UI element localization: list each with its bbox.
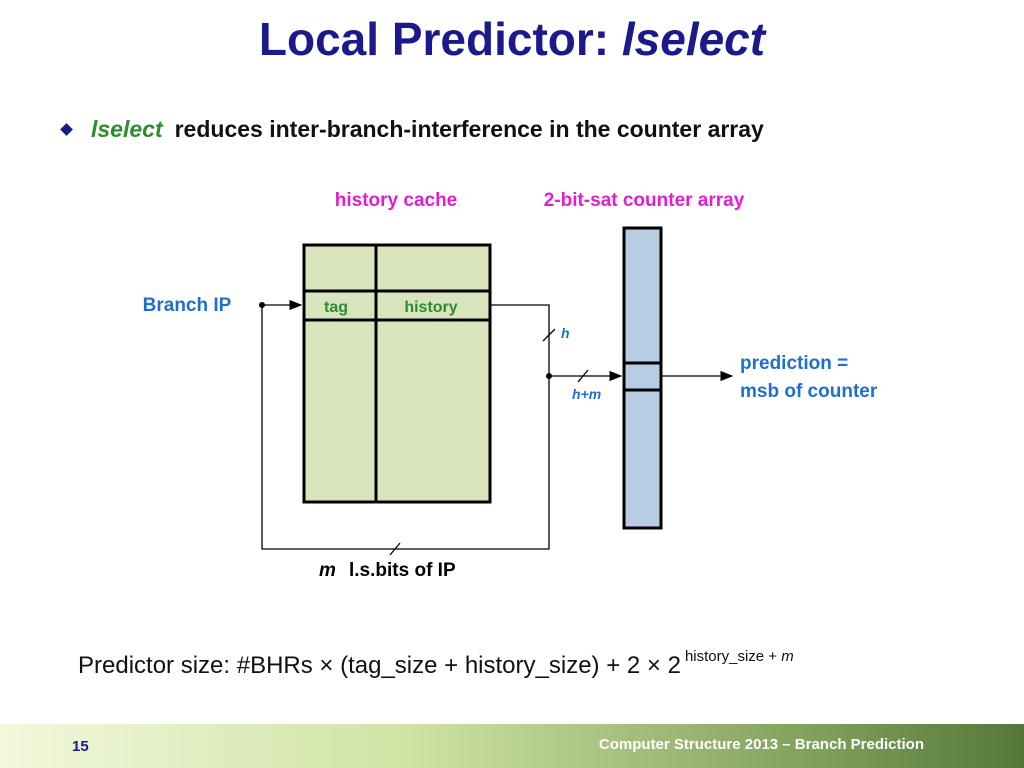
course-title: Computer Structure 2013 – Branch Predict… [598, 736, 924, 753]
counter-array [622, 226, 663, 530]
formula-text: Predictor size: #BHRs × (tag_size + hist… [78, 652, 681, 679]
tag-column-label: tag [324, 299, 348, 316]
slide-title: Local Predictor: lselect [0, 12, 1024, 66]
lsbits-path [261, 305, 550, 550]
bullet-point: lselect reduces inter-branch-interference… [60, 116, 764, 143]
formula-sup-italic: m [781, 648, 794, 665]
bullet-text: reduces inter-branch-interference in the… [174, 116, 764, 142]
title-main: Local Predictor: [258, 13, 622, 65]
formula-sup-text: history_size + [684, 648, 782, 665]
h-label: h [561, 325, 570, 341]
branch-ip-label: Branch IP [143, 295, 232, 316]
prediction-line-1: prediction = [740, 353, 848, 374]
predictor-size-formula: Predictor size: #BHRs × (tag_size + hist… [78, 648, 794, 680]
history-cache-label: history cache [335, 190, 458, 211]
bullet-keyword: lselect [91, 116, 163, 142]
history-cache-table [302, 243, 492, 504]
lsbits-slash [389, 542, 401, 556]
lsbits-label: l.s.bits of IP [349, 560, 456, 581]
hm-slash [577, 369, 589, 383]
prediction-line-2: msb of counter [740, 381, 878, 402]
counter-array-label: 2-bit-sat counter array [544, 190, 745, 211]
hm-label: h+m [572, 386, 601, 402]
history-out-path [490, 304, 550, 376]
history-column-label: history [404, 299, 457, 316]
formula-exponent: history_size + m [685, 648, 794, 665]
page-number: 15 [72, 738, 89, 755]
h-slash [542, 328, 556, 342]
title-italic: lselect [621, 13, 766, 65]
m-label: m [319, 560, 336, 581]
footer-bar: 15 Computer Structure 2013 – Branch Pred… [0, 724, 1024, 768]
